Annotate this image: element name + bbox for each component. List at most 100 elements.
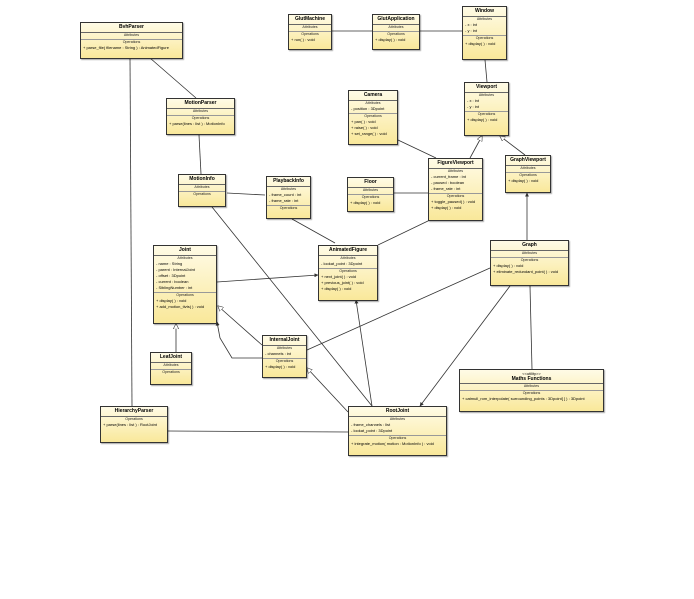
attribute: - paused : boolean xyxy=(431,180,465,185)
operation: + display( ) : void xyxy=(508,178,539,183)
attribute: - channels : int xyxy=(265,351,292,356)
inherit-figureviewport-viewport xyxy=(469,136,482,159)
attribute: - current : boolean xyxy=(156,279,189,284)
attribute: - frame_count : int xyxy=(269,192,302,197)
operation: + display( ) : void xyxy=(156,298,187,303)
link-bvhparser-hierarchyparser xyxy=(129,57,133,407)
class-glutmachine[interactable]: GlutMachine Attributes Operations + run(… xyxy=(288,14,332,50)
operations-header: Operations xyxy=(522,391,541,395)
operations-header: Operations xyxy=(301,32,319,36)
class-figureviewport[interactable]: FigureViewport Attributes - current_fram… xyxy=(428,158,483,221)
class-window[interactable]: Window Attributes - x : int - y : int Op… xyxy=(462,6,507,60)
class-hierarchyparser[interactable]: HierarchyParser Operations + parse(lines… xyxy=(100,406,168,443)
attributes-header: Attributes xyxy=(389,417,406,421)
attribute: - frame_rate : int xyxy=(431,186,461,191)
attributes-header: Attributes xyxy=(447,169,464,173)
class-joint[interactable]: Joint Attributes - name : String - paren… xyxy=(153,245,217,324)
class-viewport[interactable]: Viewport Attributes - x : int - y : int … xyxy=(464,82,509,136)
class-name: GlutApplication xyxy=(373,15,419,25)
attribute: - frame_channels : list xyxy=(351,422,391,427)
attributes-header: Attributes xyxy=(194,185,210,189)
operation: + next_joint( ) : void xyxy=(321,274,357,279)
operations-header: Operations xyxy=(339,269,357,273)
class-animatedfigure[interactable]: AnimatedFigure Attributes - lookat_point… xyxy=(318,245,378,301)
attribute: - SiblingNumber : int xyxy=(156,285,193,290)
operations-header: Operations xyxy=(388,436,407,440)
attribute: - frame_rate : int xyxy=(269,198,299,203)
class-mathsfunctions[interactable]: <<utility>> Maths Functions Attributes O… xyxy=(459,369,604,412)
attributes-header: Attributes xyxy=(478,93,495,97)
class-name: GraphViewport xyxy=(506,156,550,166)
class-name: Graph xyxy=(491,241,568,251)
link-hierarchyparser-rootjoint xyxy=(167,430,349,433)
class-camera[interactable]: Camera Attributes - position : 3Dpoint O… xyxy=(348,90,398,145)
inherit-internaljoint-joint xyxy=(218,306,263,346)
link-bvhparser-motionparser xyxy=(149,57,197,99)
operations-header: Operations xyxy=(275,359,294,363)
class-glutapplication[interactable]: GlutApplication Attributes Operations + … xyxy=(372,14,420,50)
attributes-header: Attributes xyxy=(476,17,493,21)
class-motionparser[interactable]: MotionParser Attributes Operations + par… xyxy=(166,98,235,135)
attribute: - y : int xyxy=(465,28,478,33)
class-floor[interactable]: Floor Attributes Operations + display( )… xyxy=(347,177,394,212)
attributes-header: Attributes xyxy=(365,101,381,105)
attribute: - offset : 3Dpoint xyxy=(156,273,186,278)
attribute: - name : String xyxy=(156,261,183,266)
class-rootjoint[interactable]: RootJoint Attributes - frame_channels : … xyxy=(348,406,447,456)
operations-header: Operations xyxy=(193,192,211,196)
class-playbackinfo[interactable]: PlaybackInfo Attributes - frame_count : … xyxy=(266,176,311,219)
class-name: Viewport xyxy=(465,83,508,93)
operations-header: Operations xyxy=(162,370,180,374)
operation: + parse_file( filename : String ) : Anim… xyxy=(83,45,169,50)
class-graphviewport[interactable]: GraphViewport Attributes Operations + di… xyxy=(505,155,551,193)
attribute: - lookat_point : 3Dpoint xyxy=(351,428,393,433)
attributes-header: Attributes xyxy=(340,256,356,260)
class-name: RootJoint xyxy=(349,407,446,417)
class-name: GlutMachine xyxy=(289,15,331,25)
operations-header: Operations xyxy=(279,206,298,210)
link-camera-figureviewport xyxy=(397,139,437,159)
attribute: - parent : InternalJoint xyxy=(156,267,195,272)
attributes-header: Attributes xyxy=(521,251,538,255)
inherit-rootjoint-internaljoint xyxy=(307,368,349,413)
operation: + eliminate_redundant_point( ) : void xyxy=(493,269,559,274)
operation: + raise( ) : void xyxy=(351,125,378,130)
operation: + display( ) : void xyxy=(265,364,296,369)
operations-header: Operations xyxy=(176,293,194,297)
class-name: BvhParser xyxy=(81,23,182,33)
attribute: - lookat_point : 3Dpoint xyxy=(321,261,363,266)
class-motioninfo[interactable]: MotionInfo Attributes Operations xyxy=(178,174,226,207)
link-motionparser-motioninfo xyxy=(198,134,202,175)
class-leafjoint[interactable]: LeafJoint Attributes Operations xyxy=(150,352,192,385)
class-name: MotionInfo xyxy=(179,175,225,185)
operation: + run( ) : void xyxy=(291,37,315,42)
operations-header: Operations xyxy=(477,112,496,116)
operation: + previous_joint( ) : void xyxy=(321,280,364,285)
attributes-header: Attributes xyxy=(302,25,318,29)
attribute: - current_frame : int xyxy=(431,174,466,179)
class-name: Floor xyxy=(348,178,393,188)
class-graph[interactable]: Graph Attributes Operations + display( )… xyxy=(490,240,569,286)
attributes-header: Attributes xyxy=(163,363,179,367)
class-internaljoint[interactable]: InternalJoint Attributes - channels : in… xyxy=(262,335,307,378)
operations-header: Operations xyxy=(446,194,465,198)
operation: + display( ) : void xyxy=(375,37,406,42)
operation: + pan( ) : void xyxy=(351,119,376,124)
link-internaljoint-joint-aggregation xyxy=(215,321,262,359)
attributes-header: Attributes xyxy=(192,109,209,113)
class-stereotype: <<utility>> xyxy=(522,371,541,376)
attributes-header: Attributes xyxy=(523,384,540,388)
operation: + display( ) : void xyxy=(467,117,498,122)
operation: + display( ) : void xyxy=(321,286,352,291)
operations-header: Operations xyxy=(361,195,380,199)
operations-header: Operations xyxy=(364,114,382,118)
operations-header: Operations xyxy=(475,36,494,40)
attributes-header: Attributes xyxy=(177,256,193,260)
link-rootjoint-animatedfigure xyxy=(354,299,373,407)
operation: + parse(lines : list ) : RootJoint xyxy=(103,422,157,427)
inherit-graphviewport-viewport xyxy=(500,136,526,156)
attribute: - position : 3Dpoint xyxy=(351,106,385,111)
class-bvhparser[interactable]: BvhParser Attributes Operations + parse_… xyxy=(80,22,183,59)
class-name: PlaybackInfo xyxy=(267,177,310,187)
